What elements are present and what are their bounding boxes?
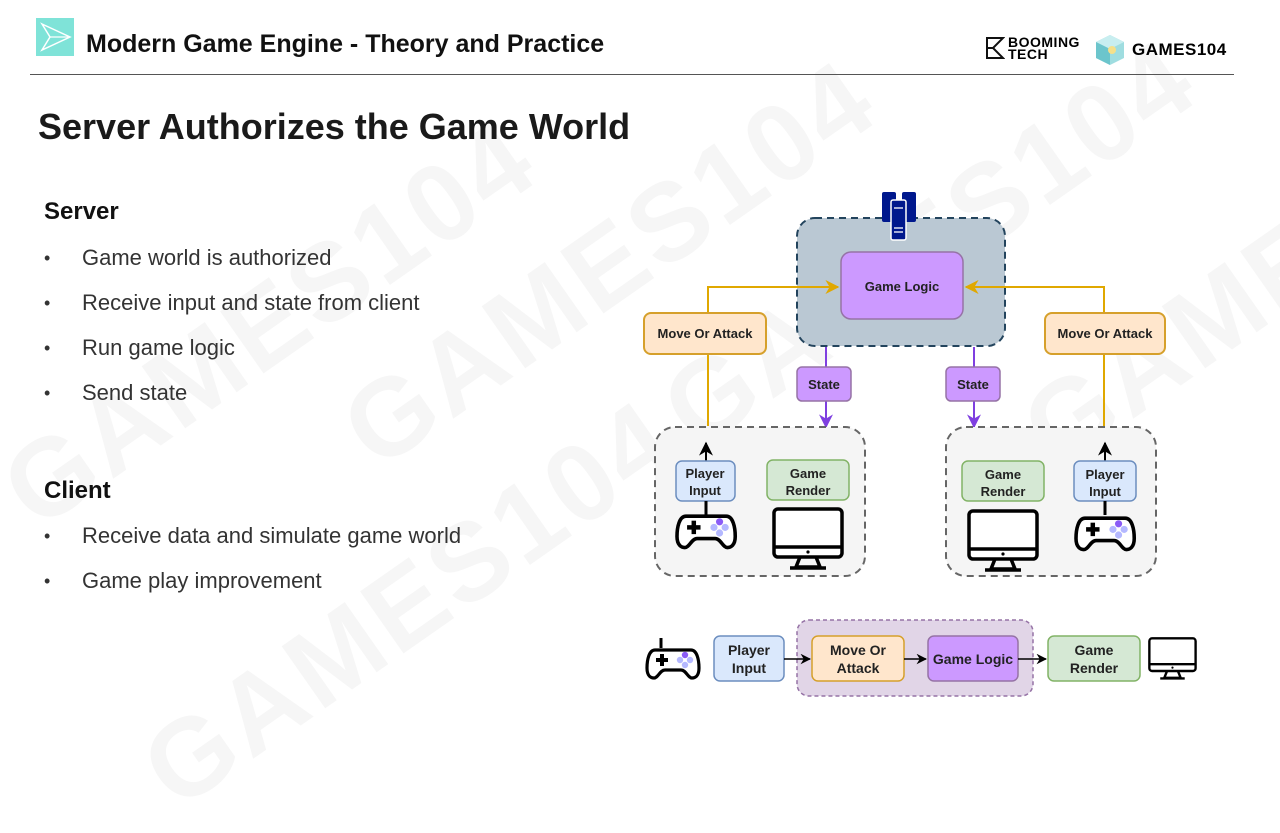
slide-title: Server Authorizes the Game World — [38, 106, 631, 147]
pipeline-game-render-label-1: Game — [1075, 642, 1114, 658]
bullet-text: Run game logic — [82, 335, 235, 360]
course-title: Modern Game Engine - Theory and Practice — [86, 30, 605, 58]
bullet-item: • Game play improvement — [44, 568, 461, 613]
left-player-input-label-2: Input — [689, 483, 721, 498]
bullet-text: Game world is authorized — [82, 245, 332, 270]
bullet-item: • Send state — [44, 380, 420, 425]
game-logic-label: Game Logic — [865, 279, 939, 294]
pipeline-move-or-attack-label-1: Move Or — [830, 642, 887, 658]
bullet-icon: • — [44, 571, 51, 591]
bullet-icon: • — [44, 383, 51, 403]
left-state-label: State — [808, 377, 840, 392]
left-game-render-label-1: Game — [790, 466, 826, 481]
right-player-input-label-2: Input — [1089, 484, 1121, 499]
pipeline-monitor-icon — [1148, 637, 1197, 680]
bullet-item: • Run game logic — [44, 335, 420, 380]
logo-booming-line1: BOOMING — [1008, 34, 1080, 50]
right-game-render-label-1: Game — [985, 467, 1021, 482]
pipeline-player-input-label-2: Input — [732, 660, 767, 676]
bullet-item: • Receive input and state from client — [44, 290, 420, 335]
client-heading: Client — [44, 477, 111, 504]
bullet-icon: • — [44, 526, 51, 546]
left-player-input-label-1: Player — [685, 466, 724, 481]
games104-cube-icon — [1096, 35, 1124, 65]
header-divider — [30, 74, 1234, 75]
right-player-input-label-1: Player — [1085, 467, 1124, 482]
right-input-arrow — [964, 280, 1105, 426]
bullet-text: Game play improvement — [82, 568, 322, 593]
right-game-render-node — [961, 460, 1045, 502]
bullet-text: Receive data and simulate game world — [82, 523, 462, 548]
right-state-label: State — [957, 377, 989, 392]
left-move-or-attack-node — [643, 312, 767, 355]
pipeline-game-render-node — [1047, 635, 1141, 682]
pipeline-player-input-label-1: Player — [728, 642, 771, 658]
architecture-diagram: Game Logic Move Or Attack Move Or Attack… — [643, 192, 1197, 697]
left-state-node — [796, 366, 852, 402]
pipeline-game-render-label-2: Render — [1070, 660, 1119, 676]
server-bullet-list: • Game world is authorized • Receive input… — [44, 245, 420, 425]
booming-logo-icon — [986, 37, 1005, 59]
pipeline-gamepad-icon — [645, 648, 701, 680]
bullet-icon: • — [44, 248, 51, 268]
client-bullet-list: • Receive data and simulate game world • G… — [44, 523, 461, 613]
left-game-render-node — [766, 459, 850, 501]
left-move-or-attack-label: Move Or Attack — [658, 326, 754, 341]
right-state-node — [945, 366, 1001, 402]
server-heading: Server — [44, 198, 119, 225]
games104-logo: GAMES104 — [1094, 33, 1227, 67]
bullet-icon: • — [44, 338, 51, 358]
booming-tech-logo: BOOMING TECH — [985, 34, 1080, 62]
bullet-icon: • — [44, 293, 51, 313]
right-move-or-attack-node — [1044, 312, 1166, 355]
pipeline-game-logic-label: Game Logic — [933, 651, 1013, 667]
bullet-text: Receive input and state from client — [82, 290, 420, 315]
bullet-item: • Game world is authorized — [44, 245, 420, 290]
server-icon — [882, 192, 916, 241]
left-game-render-label-2: Render — [786, 483, 831, 498]
bullet-text: Send state — [82, 380, 188, 405]
game-logic-node — [840, 251, 964, 320]
pipeline-move-or-attack-label-2: Attack — [837, 660, 880, 676]
bullet-item: • Receive data and simulate game world — [44, 523, 461, 568]
left-input-arrow — [707, 280, 840, 426]
course-logo-icon — [36, 18, 74, 56]
logo-games-text: GAMES104 — [1132, 40, 1227, 59]
logo-booming-line2: TECH — [1008, 46, 1049, 62]
right-move-or-attack-label: Move Or Attack — [1058, 326, 1154, 341]
right-game-render-label-2: Render — [981, 484, 1026, 499]
